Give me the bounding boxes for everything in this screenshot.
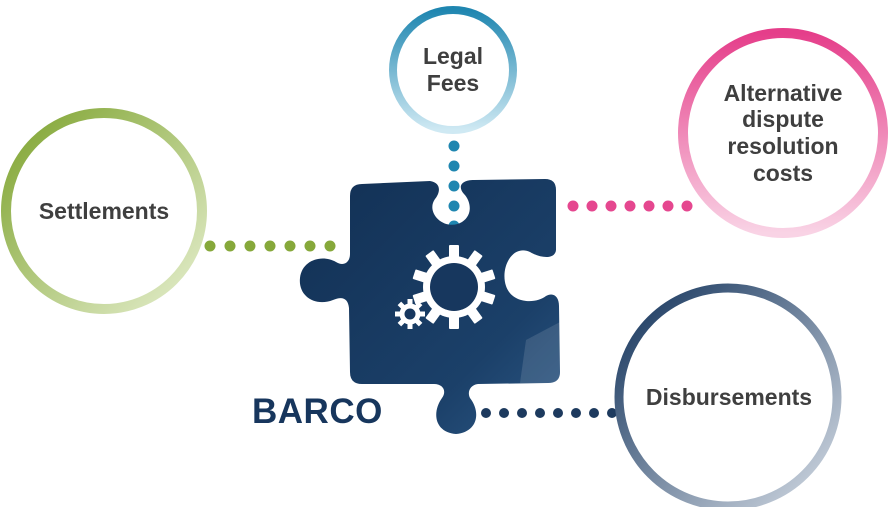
legal-fees-label: Legal Fees bbox=[422, 43, 484, 96]
legal-fees-ring bbox=[389, 6, 517, 134]
brand-logo-text: BARCO bbox=[252, 392, 383, 431]
large-gear-icon bbox=[412, 245, 496, 329]
settlements-ring bbox=[1, 108, 207, 314]
disbursements-ring bbox=[614, 283, 842, 511]
settlements-connector bbox=[204, 240, 336, 252]
adr-connector bbox=[567, 200, 693, 212]
legal-fees-connector bbox=[448, 140, 460, 232]
settlements-label: Settlements bbox=[38, 197, 170, 224]
adr-costs-label: Alternative dispute resolution costs bbox=[723, 79, 843, 186]
disbursements-connector bbox=[481, 408, 617, 418]
small-gear-icon bbox=[395, 299, 425, 329]
adr-costs-ring bbox=[678, 28, 888, 238]
disbursements-label: Disbursements bbox=[645, 383, 813, 410]
